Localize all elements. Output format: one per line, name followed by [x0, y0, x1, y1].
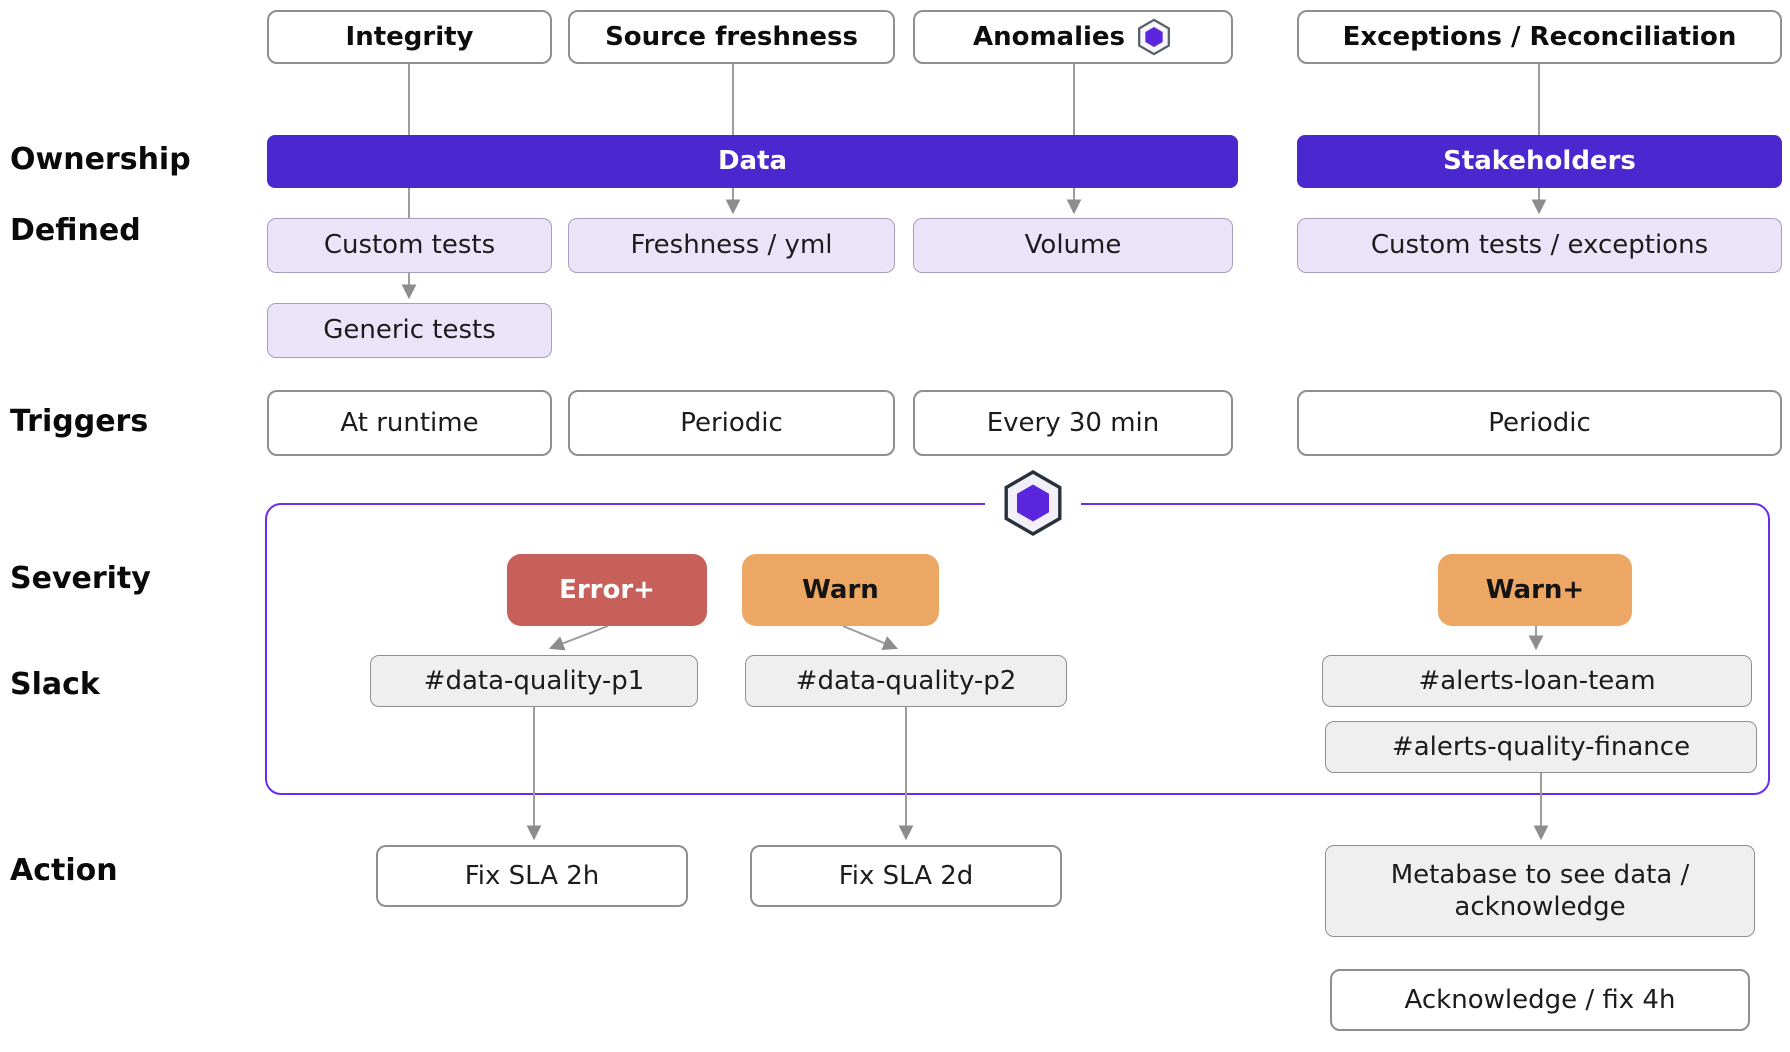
row-label-triggers: Triggers — [10, 404, 149, 439]
severity-badge-warn: Warn — [742, 554, 939, 626]
severity-badge-error-plus-label: Error+ — [559, 574, 655, 605]
trigger-at-runtime: At runtime — [267, 390, 552, 456]
action-metabase-acknowledge-label: Metabase to see data / acknowledge — [1390, 859, 1690, 923]
severity-badge-error-plus: Error+ — [507, 554, 707, 626]
defined-custom-tests-exceptions-label: Custom tests / exceptions — [1370, 230, 1709, 261]
slack-channel-alerts-quality-finance-label: #alerts-quality-finance — [1391, 731, 1691, 762]
header-integrity: Integrity — [267, 10, 552, 64]
slack-channel-data-quality-p1-label: #data-quality-p1 — [423, 665, 645, 696]
slack-channel-data-quality-p2: #data-quality-p2 — [745, 655, 1067, 707]
slack-channel-data-quality-p1: #data-quality-p1 — [370, 655, 698, 707]
header-anomalies-label: Anomalies — [972, 21, 1126, 52]
header-integrity-label: Integrity — [345, 21, 474, 52]
ownership-bar-stakeholders: Stakeholders — [1297, 135, 1782, 188]
defined-volume: Volume — [913, 218, 1233, 273]
severity-badge-warn-plus: Warn+ — [1438, 554, 1632, 626]
ownership-bar-stakeholders-label: Stakeholders — [1443, 146, 1636, 177]
header-anomalies: Anomalies — [913, 10, 1233, 64]
row-label-slack: Slack — [10, 667, 100, 702]
row-label-severity: Severity — [10, 561, 151, 596]
slack-channel-data-quality-p2-label: #data-quality-p2 — [795, 665, 1017, 696]
trigger-periodic-freshness: Periodic — [568, 390, 895, 456]
header-exceptions-reconciliation: Exceptions / Reconciliation — [1297, 10, 1782, 64]
trigger-periodic-exceptions-label: Periodic — [1488, 407, 1591, 438]
header-source-freshness-label: Source freshness — [605, 21, 858, 52]
trigger-periodic-exceptions: Periodic — [1297, 390, 1782, 456]
defined-freshness-yml-label: Freshness / yml — [630, 230, 833, 261]
trigger-periodic-freshness-label: Periodic — [680, 407, 783, 438]
ownership-bar-data: Data — [267, 135, 1238, 188]
severity-badge-warn-label: Warn — [802, 574, 879, 605]
hexagon-icon — [1004, 470, 1062, 536]
header-source-freshness: Source freshness — [568, 10, 895, 64]
action-fix-sla-2h-label: Fix SLA 2h — [464, 860, 600, 891]
slack-channel-alerts-loan-team: #alerts-loan-team — [1322, 655, 1752, 707]
action-fix-sla-2d-label: Fix SLA 2d — [838, 860, 974, 891]
slack-channel-alerts-quality-finance: #alerts-quality-finance — [1325, 721, 1757, 773]
action-acknowledge-fix-4h: Acknowledge / fix 4h — [1330, 969, 1750, 1031]
trigger-at-runtime-label: At runtime — [340, 407, 479, 438]
trigger-every-30-min-label: Every 30 min — [986, 407, 1160, 438]
defined-freshness-yml: Freshness / yml — [568, 218, 895, 273]
action-fix-sla-2h: Fix SLA 2h — [376, 845, 688, 907]
defined-custom-tests-label: Custom tests — [323, 230, 496, 261]
defined-custom-tests-exceptions: Custom tests / exceptions — [1297, 218, 1782, 273]
action-metabase-acknowledge: Metabase to see data / acknowledge — [1325, 845, 1755, 937]
row-label-action: Action — [10, 853, 118, 888]
trigger-every-30-min: Every 30 min — [913, 390, 1233, 456]
severity-badge-warn-plus-label: Warn+ — [1485, 574, 1585, 605]
defined-generic-tests-label: Generic tests — [323, 315, 496, 346]
row-label-defined: Defined — [10, 213, 141, 248]
defined-custom-tests: Custom tests — [267, 218, 552, 273]
header-exceptions-label: Exceptions / Reconciliation — [1342, 21, 1737, 52]
ownership-bar-data-label: Data — [717, 146, 788, 177]
defined-volume-label: Volume — [1024, 230, 1122, 261]
row-label-ownership: Ownership — [10, 142, 191, 177]
hexagon-icon — [1138, 18, 1170, 56]
action-acknowledge-fix-4h-label: Acknowledge / fix 4h — [1404, 984, 1676, 1015]
defined-generic-tests: Generic tests — [267, 303, 552, 358]
slack-channel-alerts-loan-team-label: #alerts-loan-team — [1418, 665, 1656, 696]
action-fix-sla-2d: Fix SLA 2d — [750, 845, 1062, 907]
